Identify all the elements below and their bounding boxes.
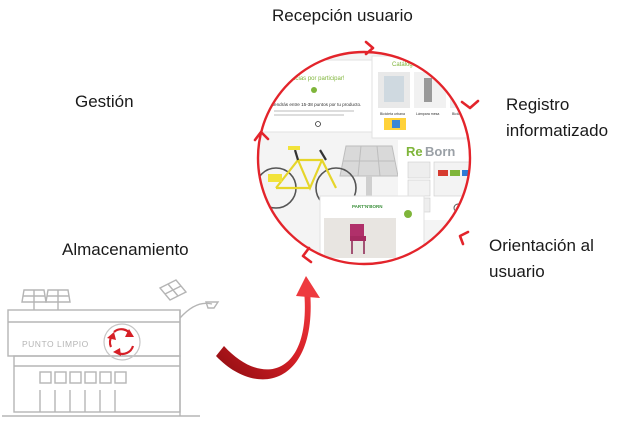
cycle-chevron-bottom-icon xyxy=(301,246,313,264)
punto-limpio-building xyxy=(2,279,220,417)
storage-arrow xyxy=(216,276,320,380)
label-orientacion-line2: usuario xyxy=(489,262,545,281)
power-icon xyxy=(315,121,321,127)
thank-you-heading: ¡Gracias por participar! xyxy=(283,76,344,82)
catalog-title: Catálogo xyxy=(392,62,417,68)
orientation-screen: PART'N'BORN xyxy=(319,195,425,264)
cycle-chevron-top-icon xyxy=(364,40,375,56)
roof-solar-panels xyxy=(21,289,71,310)
label-orientacion-line1: Orientación al xyxy=(489,236,594,255)
reborn-logo-born: Born xyxy=(425,144,455,159)
punto-limpio-sign: PUNTO LIMPIO xyxy=(22,339,89,349)
label-recepcion-usuario: Recepción usuario xyxy=(272,6,413,25)
yellow-bicycle xyxy=(258,146,357,209)
points-text: Obtendrás entre 15-38 puntos por tu prod… xyxy=(267,102,362,107)
label-registro-line2: informatizado xyxy=(506,121,609,140)
label-registro-informatizado: Registro informatizado xyxy=(506,94,608,142)
cycle-chevron-right-icon xyxy=(460,99,480,110)
cycle-chevron-left-icon xyxy=(253,130,270,142)
cycle-chevron-bottom-right-icon xyxy=(458,230,470,246)
label-registro-line1: Registro xyxy=(506,95,570,114)
catalog-card-2: Lámpara mesa xyxy=(416,112,439,116)
partner-logo: PART'N'BORN xyxy=(352,204,383,209)
container-slots xyxy=(39,371,127,412)
solar-street-lamp xyxy=(158,279,220,416)
cycle-ring xyxy=(256,50,472,266)
catalog-card-3: Bicicleta xyxy=(452,112,465,116)
thank-you-screen: ¡Gracias por participar! Obtendrás entre… xyxy=(258,59,375,133)
reborn-logo-re: Re xyxy=(406,144,423,159)
label-almacenamiento: Almacenamiento xyxy=(62,240,189,259)
recycle-icon xyxy=(103,323,141,361)
label-orientacion-usuario: Orientación al usuario xyxy=(489,235,594,283)
label-gestion: Gestión xyxy=(75,92,134,111)
catalog-card-1: Bicicleta urbana xyxy=(380,112,405,116)
recycle-icon xyxy=(311,87,317,93)
process-collage: ¡Gracias por participar! Obtendrás entre… xyxy=(258,52,470,264)
